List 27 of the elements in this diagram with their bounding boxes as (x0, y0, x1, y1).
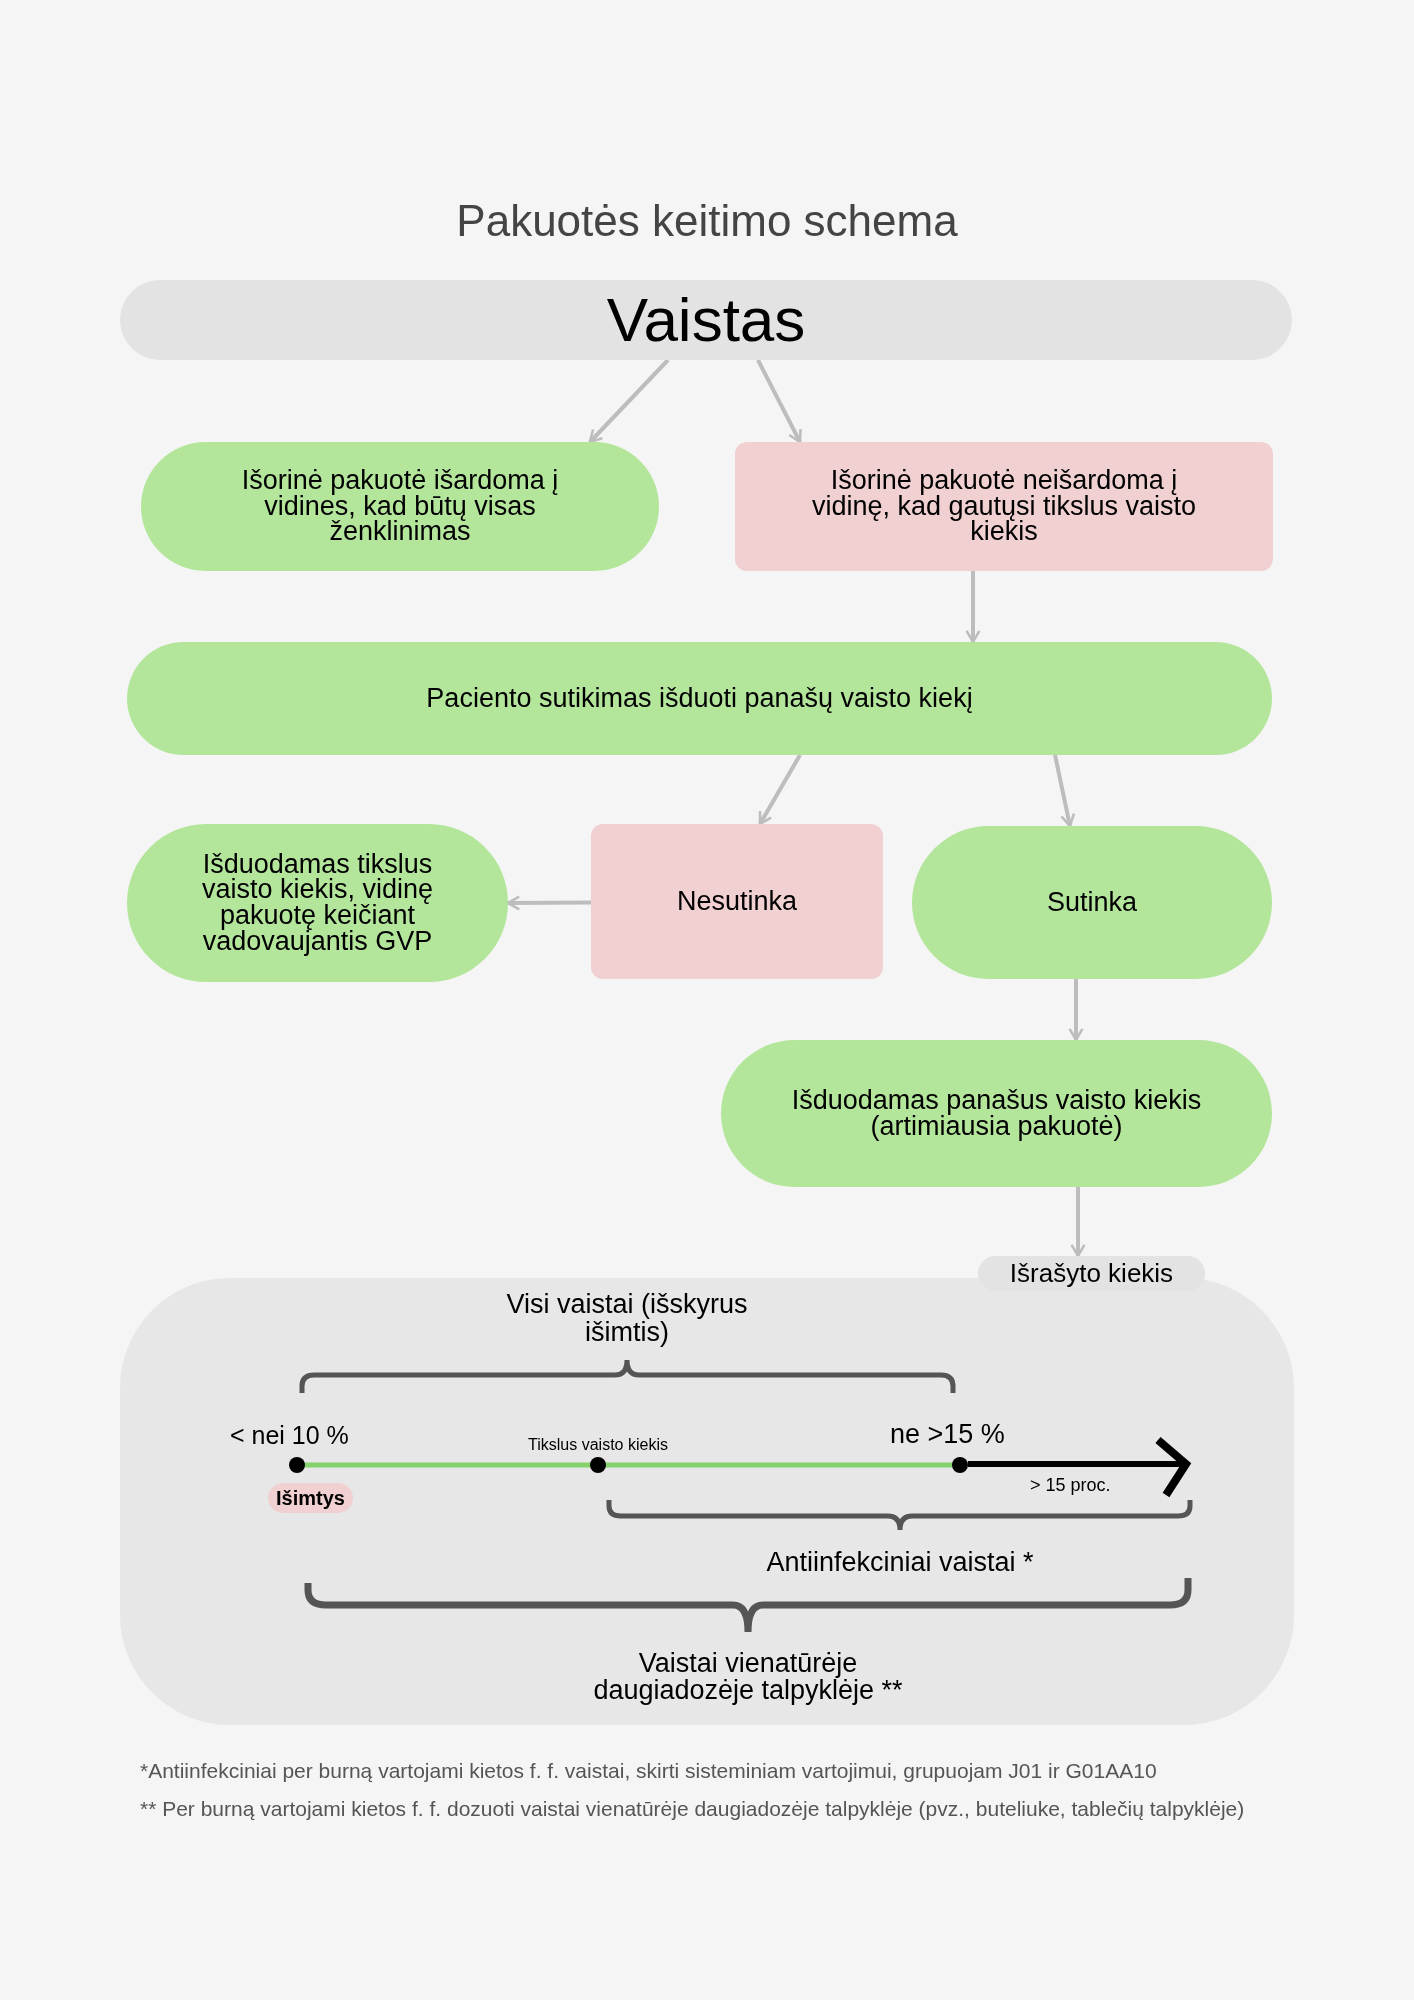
process-pill: Paciento sutikimas išduoti panašų vaisto kiekį (127, 642, 1272, 755)
title-band: Vaistas (120, 280, 1292, 360)
process-pill: Išorinė pakuotė išardoma į vidines, kad būtų visas ženklinimas (141, 442, 659, 571)
process-box: Nesutinka (591, 824, 883, 979)
scale-label: ne >15 % (890, 1418, 1006, 1451)
process-pill: Išduodamas tikslus vaisto kiekis, vidinę pakuotę keičiant vadovaujantis GVP (127, 824, 508, 982)
arrow (1053, 754, 1076, 828)
process-box: Išorinė pakuotė neišardoma į vidinę, kad gautųsi tikslus vaisto kiekis (735, 442, 1273, 571)
arrow (1068, 979, 1084, 1042)
brace-label: Visi vaistai (išskyrus išimtis) (505, 1290, 749, 1347)
footnote: ** Per burną vartojami kietos f. f. dozuoti vaistai vienatūrėje daugiadozėje talpyklėje (pvz., buteliuke, tablečių talpyklėje) (140, 1796, 1246, 1822)
process-pill: Išduodamas panašus vaisto kiekis (artimiausia pakuotė) (721, 1040, 1272, 1187)
scale-label: > 15 proc. (1030, 1474, 1112, 1497)
brace-label: Antiinfekciniai vaistai * (765, 1546, 1035, 1579)
arrow (1070, 1187, 1086, 1258)
arrow (756, 359, 802, 444)
footnote: *Antiinfekciniai per burną vartojami kietos f. f. vaistai, skirti sisteminiam vartojimui, grupuojam J01 ir G01AA10 (140, 1758, 1158, 1784)
process-pill: Sutinka (912, 826, 1272, 979)
arrow (758, 754, 802, 826)
page-title: Pakuotės keitimo schema (455, 195, 959, 247)
scale-label: < nei 10 % (230, 1420, 350, 1451)
result-tag: Išrašyto kiekis (978, 1256, 1205, 1291)
scale-label: Tikslus vaisto kiekis (527, 1435, 669, 1455)
exception-tag: Išimtys (268, 1483, 353, 1513)
arrow (588, 358, 670, 444)
arrow (965, 571, 981, 644)
brace-label: Vaistai vienatūrėje daugiadozėje talpyklėje ** (592, 1650, 904, 1704)
